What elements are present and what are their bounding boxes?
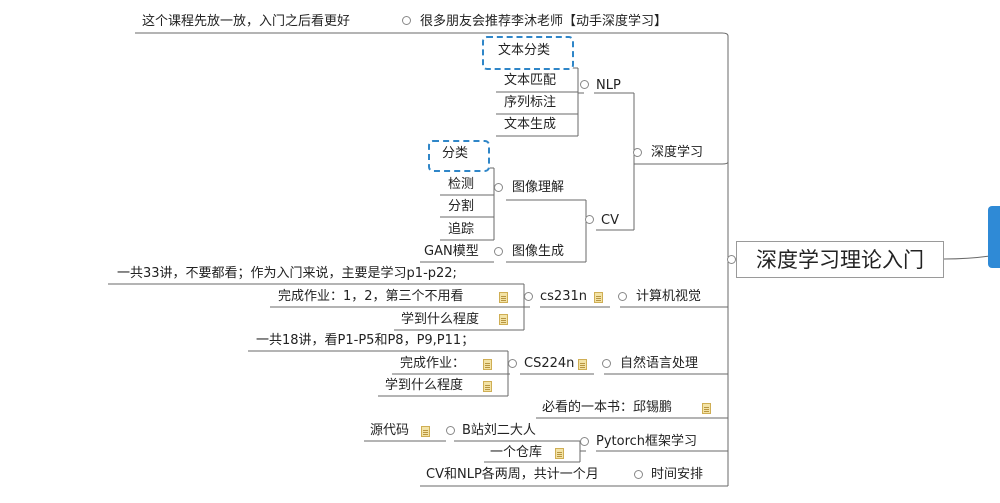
- schedule-text[interactable]: CV和NLP各两周，共计一个月: [426, 467, 599, 482]
- note-icon[interactable]: [499, 314, 508, 325]
- schedule-node[interactable]: 时间安排: [651, 467, 704, 482]
- collapse-circle-icon[interactable]: [494, 247, 503, 256]
- cv-item-tracking[interactable]: 追踪: [448, 222, 475, 237]
- nlp-item-text-generation[interactable]: 文本生成: [504, 117, 557, 132]
- image-generation-node[interactable]: 图像生成: [512, 244, 565, 259]
- collapse-circle-icon[interactable]: [524, 292, 533, 301]
- deep-learning-node[interactable]: 深度学习: [651, 145, 704, 160]
- nlp-item-sequence-labeling[interactable]: 序列标注: [504, 95, 557, 110]
- collapse-circle-icon[interactable]: [494, 183, 503, 192]
- intro-note[interactable]: 这个课程先放一放，入门之后看更好: [142, 14, 351, 29]
- cs224n-depth[interactable]: 学到什么程度: [385, 378, 464, 393]
- image-understanding-node[interactable]: 图像理解: [512, 180, 565, 195]
- repo-node[interactable]: 一个仓库: [490, 445, 543, 460]
- book-node[interactable]: 必看的一本书：邱锡鹏: [542, 400, 673, 415]
- pytorch-node[interactable]: Pytorch框架学习: [596, 434, 698, 449]
- root-node[interactable]: 深度学习理论入门: [736, 241, 944, 278]
- sidebar-tab[interactable]: [988, 206, 1000, 268]
- collapse-circle-icon[interactable]: [602, 359, 611, 368]
- highlight-box: [482, 36, 574, 70]
- nlp-item-text-matching[interactable]: 文本匹配: [504, 73, 557, 88]
- collapse-circle-icon[interactable]: [634, 470, 643, 479]
- computer-vision-node[interactable]: 计算机视觉: [636, 289, 702, 304]
- note-icon[interactable]: [483, 359, 492, 370]
- note-icon[interactable]: [702, 403, 711, 414]
- cs224n-node[interactable]: CS224n: [524, 356, 575, 371]
- collapse-circle-icon[interactable]: [580, 80, 589, 89]
- cs231n-summary[interactable]: 一共33讲，不要都看；作为入门来说，主要是学习p1-p22;: [117, 266, 457, 281]
- cv-item-segmentation[interactable]: 分割: [448, 199, 475, 214]
- collapse-circle-icon[interactable]: [618, 292, 627, 301]
- note-icon[interactable]: [499, 292, 508, 303]
- cs231n-homework[interactable]: 完成作业：1，2，第三个不用看: [278, 289, 464, 304]
- cv-node[interactable]: CV: [601, 213, 619, 228]
- collapse-circle-icon[interactable]: [508, 359, 517, 368]
- collapse-circle-icon[interactable]: [585, 215, 594, 224]
- bilibili-node[interactable]: B站刘二大人: [462, 423, 536, 438]
- collapse-circle-icon[interactable]: [446, 426, 455, 435]
- note-icon[interactable]: [421, 426, 430, 437]
- note-icon[interactable]: [555, 448, 564, 459]
- cs224n-homework[interactable]: 完成作业：: [400, 356, 466, 371]
- nlp-node[interactable]: NLP: [596, 78, 621, 93]
- intro-node[interactable]: 很多朋友会推荐李沐老师【动手深度学习】: [420, 14, 668, 29]
- cv-item-gan[interactable]: GAN模型: [424, 244, 479, 259]
- cs231n-depth[interactable]: 学到什么程度: [401, 312, 480, 327]
- collapse-circle-icon[interactable]: [402, 16, 411, 25]
- highlight-box: [428, 140, 490, 172]
- collapse-circle-icon[interactable]: [580, 437, 589, 446]
- cv-item-classification[interactable]: 分类: [442, 146, 469, 161]
- note-icon[interactable]: [578, 359, 587, 370]
- collapse-circle-icon[interactable]: [633, 148, 642, 157]
- cs231n-node[interactable]: cs231n: [540, 289, 587, 304]
- note-icon[interactable]: [594, 292, 603, 303]
- nlp-item-text-classification[interactable]: 文本分类: [498, 43, 551, 58]
- nlp-section-node[interactable]: 自然语言处理: [620, 356, 699, 371]
- note-icon[interactable]: [483, 381, 492, 392]
- collapse-circle-icon[interactable]: [727, 255, 736, 264]
- cs224n-summary[interactable]: 一共18讲，看P1-P5和P8，P9,P11；: [256, 333, 475, 348]
- source-code-node[interactable]: 源代码: [370, 423, 410, 438]
- cv-item-detection[interactable]: 检测: [448, 177, 475, 192]
